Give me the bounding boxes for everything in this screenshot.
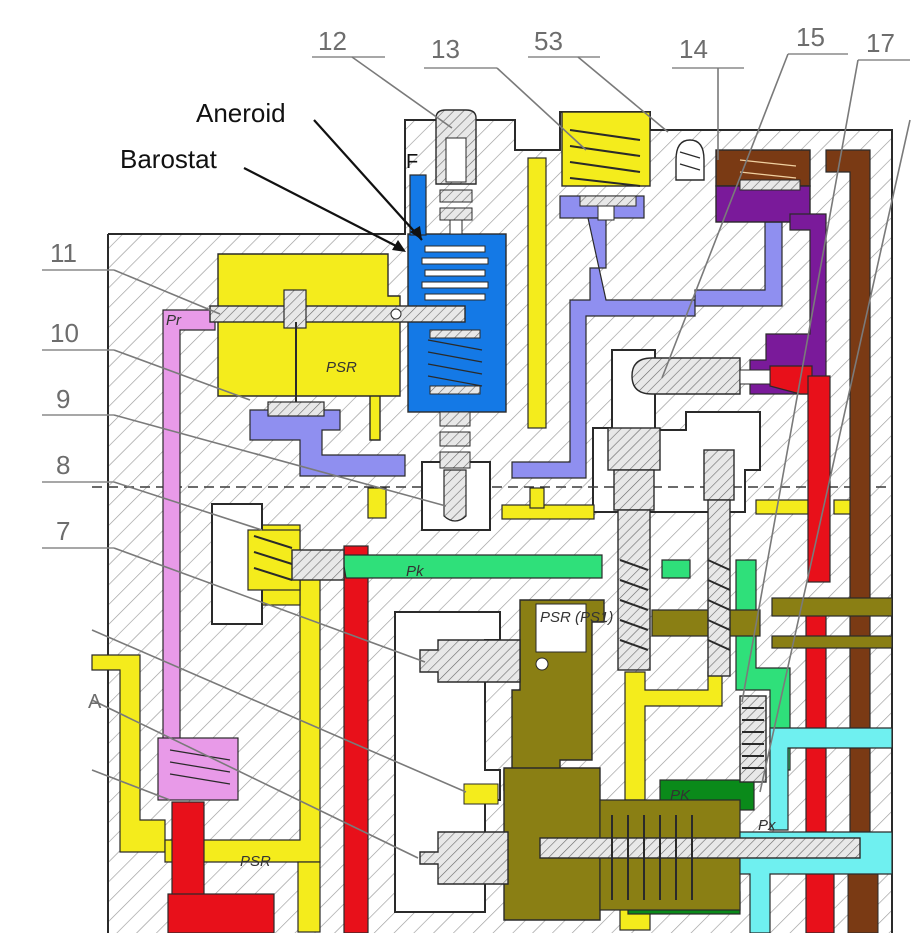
aneroid-bellows [421,245,489,301]
aneroid-spring [427,329,483,395]
barostat-lever [209,289,466,417]
psr-ps1-label: PSR (PS1) [540,609,613,626]
psr-main-label: PSR [326,359,357,376]
part-number-11: 11 [50,238,77,268]
part-number-17: 17 [866,28,895,58]
spring-8 [211,503,345,625]
px-label: Px [758,817,776,834]
center-spools [539,357,861,900]
pr-left-label: Pr [166,312,182,329]
part-number-9: 9 [56,384,70,414]
part-number-10: 10 [50,318,79,348]
pk-label: Pk [406,563,425,580]
a-letter: A [88,691,102,713]
f-letter: F [406,151,418,173]
spring-13 [569,129,641,221]
part-number-14: 14 [679,34,708,64]
red-lines [167,365,835,933]
part-number-53: 53 [534,26,563,56]
aneroid-label: Aneroid [196,98,286,128]
part-number-12: 12 [318,26,347,56]
valves-7 [419,639,549,885]
part-number-15: 15 [796,22,825,52]
stacked-element [739,695,767,783]
barostat-label: Barostat [120,144,218,174]
callouts: Aneroid Barostat [120,98,286,174]
top-piston-12 [435,109,477,235]
psr-bottom-label: PSR [240,853,271,870]
leader-lines [42,53,911,859]
part-number-8: 8 [56,450,70,480]
bottom-piston-9 [421,411,491,531]
blue-aneroid-chamber: F [406,151,507,413]
part-number-7: 7 [56,516,70,546]
valve-14 [675,139,827,395]
part-number-13: 13 [431,34,460,64]
part-number-labels: 12 13 53 14 15 17 11 10 9 8 7 A [50,22,895,713]
